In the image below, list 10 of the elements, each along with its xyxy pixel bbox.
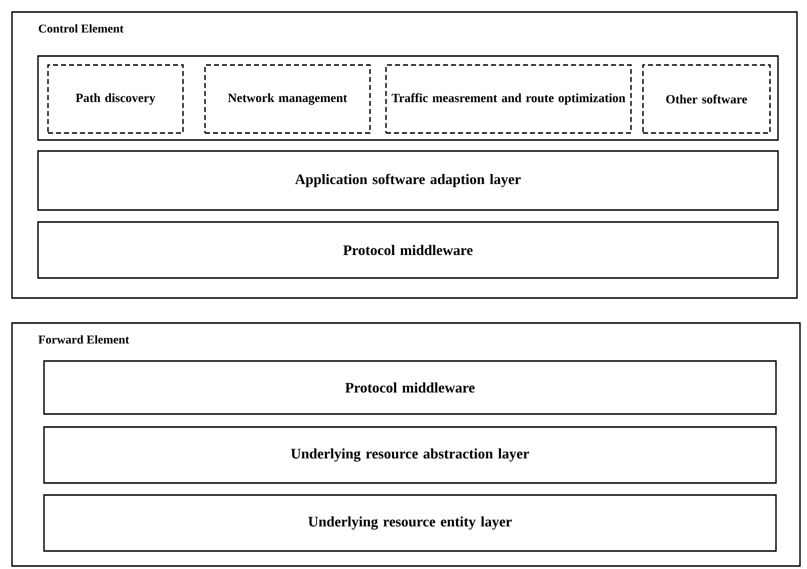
module-box: Network management bbox=[204, 64, 371, 134]
module-box: Other software bbox=[642, 64, 771, 134]
layer-box: Protocol middleware bbox=[37, 221, 779, 279]
layer-box: Application software adaption layer bbox=[37, 150, 779, 211]
module-box: Path discovery bbox=[47, 64, 184, 134]
layer-box: Underlying resource abstraction layer bbox=[43, 426, 777, 484]
group-box bbox=[37, 55, 779, 141]
layer-box: Protocol middleware bbox=[43, 360, 777, 415]
module-box: Traffic measrement and route optimization bbox=[385, 64, 632, 134]
layer-box: Underlying resource entity layer bbox=[43, 494, 777, 552]
